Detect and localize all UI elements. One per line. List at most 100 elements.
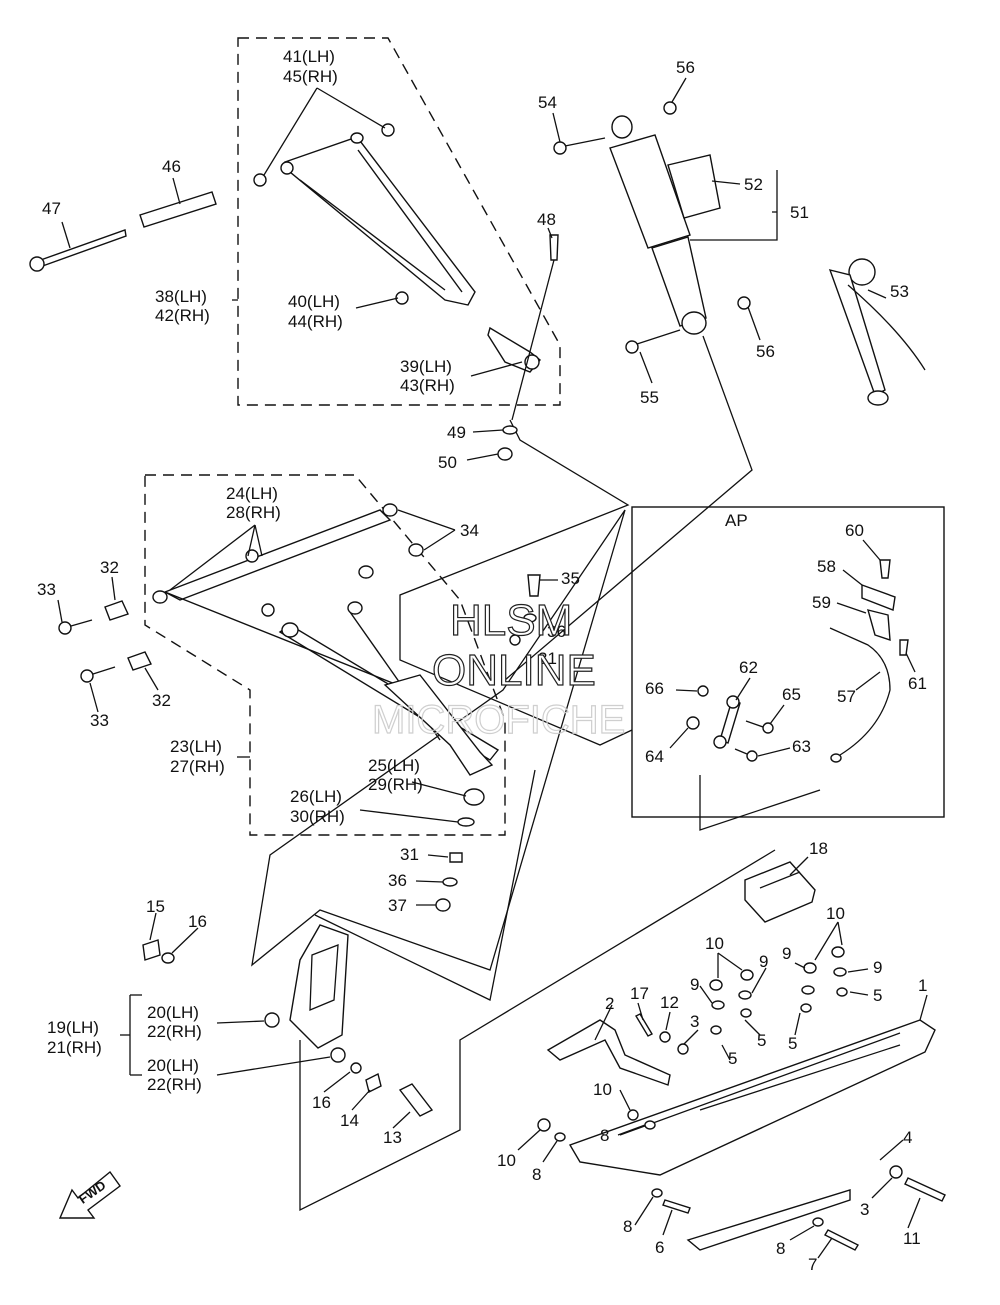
callout-29: 29(RH): [368, 775, 423, 794]
callout-9c: 9: [873, 958, 882, 977]
callout-41: 41(LH): [283, 47, 335, 66]
upper-a-arm: [280, 132, 476, 306]
upper-ball-joint: [487, 326, 541, 373]
connection-lines: [251, 170, 821, 1212]
watermark-line-2: ONLINE: [432, 646, 596, 695]
callout-5a: 5: [873, 986, 882, 1005]
callout-8b: 8: [532, 1165, 541, 1184]
callout-38: 38(LH): [155, 287, 207, 306]
bolts-33: [58, 619, 116, 683]
spindle: [289, 924, 349, 1049]
callout-26: 26(LH): [290, 787, 342, 806]
collar-32-lower: [127, 651, 152, 671]
callout-45: 45(RH): [283, 67, 338, 86]
callout-2: 2: [605, 994, 614, 1013]
upper-arm-long-bolt: [29, 229, 127, 272]
callout-10a: 10: [826, 904, 845, 923]
callout-9a: 9: [782, 944, 791, 963]
washer-49: [502, 425, 518, 435]
callout-22a: 22(RH): [147, 1022, 202, 1041]
nut-37: [435, 898, 451, 912]
ap-cable-57: [829, 627, 891, 763]
callout-5b: 5: [757, 1031, 766, 1050]
ap-hardware: [686, 685, 774, 762]
callout-11: 11: [903, 1229, 921, 1248]
watermark: HLSM ONLINE MICROFICHE: [371, 595, 626, 742]
callout-55: 55: [640, 388, 659, 407]
callout-31b: 31: [400, 845, 419, 864]
washer-26: [457, 817, 475, 827]
inset-title: AP: [725, 511, 748, 530]
callout-15: 15: [146, 897, 165, 916]
callout-27: 27(RH): [170, 757, 225, 776]
ap-bracket-58: [861, 584, 896, 611]
callout-33a: 33: [37, 580, 56, 599]
callout-53: 53: [890, 282, 909, 301]
collar-31: [449, 852, 463, 863]
callout-65: 65: [782, 685, 801, 704]
callout-43: 43(RH): [400, 376, 455, 395]
callout-35: 35: [561, 569, 580, 588]
callout-42: 42(RH): [155, 306, 210, 325]
fwd-arrow: FWD: [58, 1170, 121, 1219]
callout-8a: 8: [600, 1126, 609, 1145]
callout-3b: 3: [860, 1200, 869, 1219]
callout-59: 59: [812, 593, 831, 612]
callout-labels: 41(LH) 45(RH) 46 4 7 38(LH) 42(RH) 40(LH)…: [37, 47, 927, 1274]
callout-61: 61: [908, 674, 927, 693]
washer-36: [442, 877, 458, 887]
callout-30: 30(RH): [290, 807, 345, 826]
watermark-line-3: MICROFICHE: [372, 698, 625, 742]
watermark-line-1: HLSM: [450, 596, 572, 645]
ap-link-62: [713, 695, 741, 749]
upper-arm-pivot-shaft: [139, 191, 217, 228]
callout-46: 46: [162, 157, 181, 176]
callout-51: 51: [790, 203, 809, 222]
callout-5c: 5: [788, 1034, 797, 1053]
pressure-gauge: [828, 258, 926, 406]
ski-damper-18: [744, 861, 816, 923]
callout-21: 21(RH): [47, 1038, 102, 1057]
callout-40: 40(LH): [288, 292, 340, 311]
callout-32b: 32: [152, 691, 171, 710]
callout-66: 66: [645, 679, 664, 698]
callout-7: 7: [808, 1255, 817, 1274]
callout-16a: 16: [188, 912, 207, 931]
callout-52: 52: [744, 175, 763, 194]
ski-skeg: [686, 1189, 851, 1251]
callout-4: 4: [903, 1128, 912, 1147]
callout-25: 25(LH): [368, 756, 420, 775]
callout-39: 39(LH): [400, 357, 452, 376]
callout-8d: 8: [776, 1239, 785, 1258]
upper-arm-group-box: [237, 37, 561, 406]
shock-absorber: [609, 115, 707, 335]
collar-32-upper: [104, 600, 129, 621]
callout-10b: 10: [705, 934, 724, 953]
callout-5d: 5: [728, 1049, 737, 1068]
leader-lines: [57, 77, 928, 1259]
callout-63: 63: [792, 737, 811, 756]
lower-a-arm: [152, 509, 500, 776]
callout-36a: 36: [547, 622, 566, 641]
ski: [568, 1019, 936, 1176]
shock-nuts-56: [663, 101, 751, 310]
callout-54: 54: [538, 93, 557, 112]
callout-16b: 16: [312, 1093, 331, 1112]
callout-18: 18: [809, 839, 828, 858]
callout-19: 19(LH): [47, 1018, 99, 1037]
ap-clamp-59: [867, 609, 891, 641]
callout-20b: 20(LH): [147, 1056, 199, 1075]
callout-12: 12: [660, 993, 679, 1012]
callout-48: 48: [537, 210, 556, 229]
callout-50: 50: [438, 453, 457, 472]
callout-34: 34: [460, 521, 479, 540]
lower-bushing-25: [463, 788, 485, 806]
callout-3a: 3: [690, 1012, 699, 1031]
callout-56b: 56: [756, 342, 775, 361]
callout-9b: 9: [759, 952, 768, 971]
callout-1: 1: [918, 976, 927, 995]
callout-22b: 22(RH): [147, 1075, 202, 1094]
callout-57: 57: [837, 687, 856, 706]
callout-49: 49: [447, 423, 466, 442]
